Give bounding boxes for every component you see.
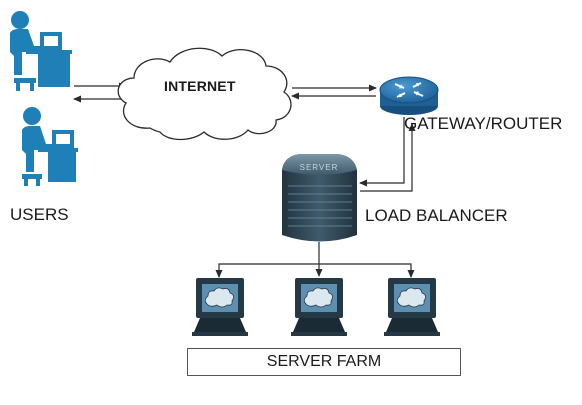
users-internet-links	[73, 82, 127, 103]
users-label: USERS	[10, 205, 69, 224]
internet-label: INTERNET	[164, 78, 236, 94]
internet-router-links	[291, 84, 377, 100]
server-monitor-icon	[291, 278, 347, 336]
server-farm-label: SERVER FARM	[266, 353, 382, 370]
user-workstation-icon	[22, 107, 78, 186]
router-balancer-links	[359, 117, 416, 192]
user-workstation-icon	[10, 11, 72, 91]
server-monitor-icon	[192, 278, 248, 336]
load-balancer-label: LOAD BALANCER	[365, 206, 508, 225]
server-farm-box: SERVER FARM	[187, 348, 461, 376]
load-balancer-server-icon: SERVER	[282, 154, 357, 242]
gateway-router-label: GATEWAY/ROUTER	[404, 114, 563, 133]
server-badge-text: SERVER	[300, 163, 339, 172]
balancer-farm-links	[215, 242, 415, 278]
internet-cloud-icon	[117, 47, 292, 141]
router-icon	[379, 76, 439, 115]
server-monitor-icon	[384, 278, 440, 336]
